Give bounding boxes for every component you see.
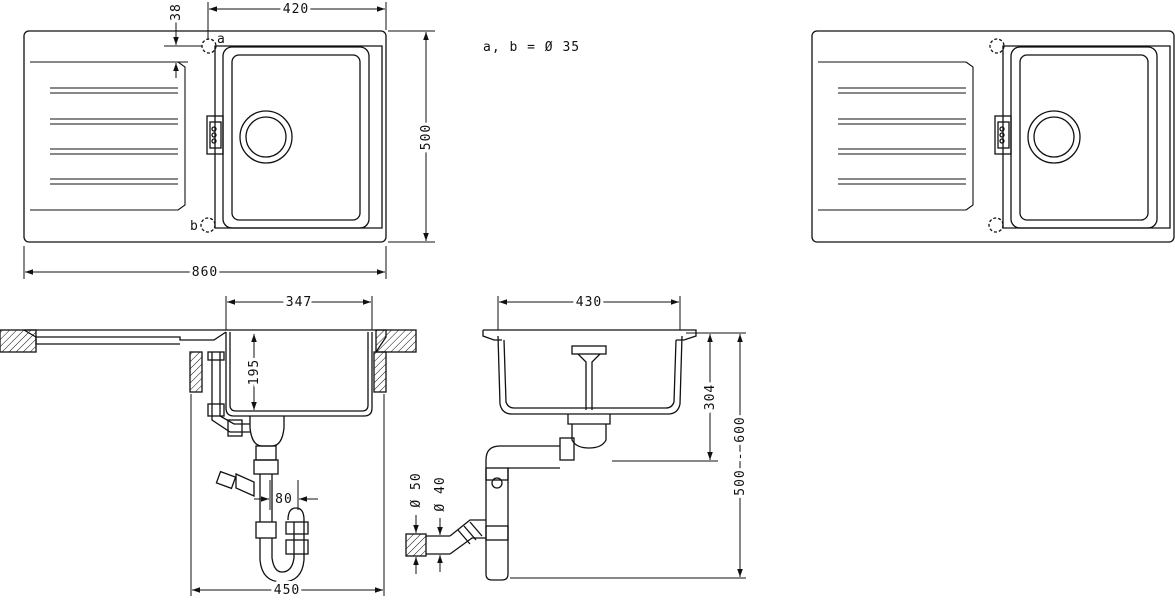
dim-80: 80 [275,492,293,507]
drain-inner [245,116,287,158]
front-section-dimensions [190,296,385,596]
drainer-ribs [30,61,186,211]
hole-b-label: b [190,219,199,234]
hole-a-label: a [217,32,226,47]
dim-860: 860 [192,265,218,280]
dim-500-600: 500 - 600 [733,416,748,495]
overflow-fitting [206,115,224,155]
dim-430: 430 [576,295,602,310]
front-section [0,329,417,583]
dim-pipe-40: Ø 40 [433,476,448,511]
countertop-right [375,329,417,353]
cabinet-side-right [373,351,387,393]
wall-outlet [405,533,427,557]
dim-38: 38 [169,3,184,21]
side-section [405,329,697,581]
top-view-dimensioned [23,30,387,243]
sink-outline [23,30,387,243]
dim-195: 195 [247,359,262,385]
tap-hole-b-icon [200,217,216,233]
side-section-dimensions [413,296,746,579]
side-bowl [497,335,683,415]
bowl-outer [222,46,370,229]
dim-500: 500 [419,124,434,150]
dim-347: 347 [286,295,312,310]
top-view-plain [811,30,1175,243]
bowl-inner [231,54,361,221]
drain-outer [239,110,293,164]
tap-hole-a-icon [201,38,217,54]
hole-diameter-note: a, b = Ø 35 [483,40,580,55]
dim-420: 420 [283,2,309,17]
dim-304: 304 [703,384,718,410]
front-bowl [225,332,373,417]
dim-450: 450 [274,583,300,598]
cabinet-side-left [189,351,203,393]
dim-pipe-50: Ø 50 [409,472,424,507]
top-view-dimensions [23,2,435,279]
